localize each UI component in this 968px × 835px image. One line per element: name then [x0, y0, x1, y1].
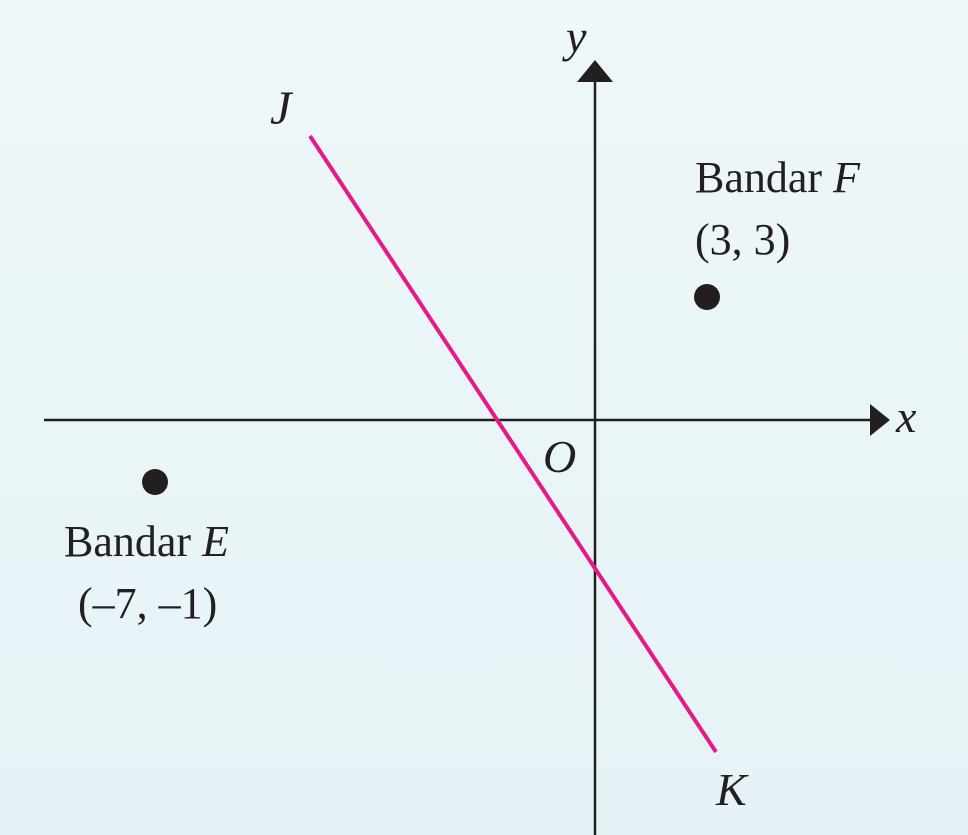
y-axis-label: y [562, 11, 587, 62]
point-e [142, 469, 168, 495]
label-j: J [270, 82, 294, 135]
line-jk [308, 134, 718, 754]
point-f-name: Bandar F [695, 153, 861, 202]
label-k: K [715, 764, 749, 815]
origin-label: O [543, 431, 576, 482]
point-f [694, 284, 720, 310]
point-f-coordinates: (3, 3) [695, 215, 790, 264]
y-axis-arrowhead [577, 60, 613, 82]
point-e-name: Bandar E [64, 517, 229, 566]
x-axis-label: x [895, 391, 917, 442]
point-e-coordinates: (–7, –1) [78, 579, 217, 628]
x-axis-arrowhead [870, 404, 890, 436]
